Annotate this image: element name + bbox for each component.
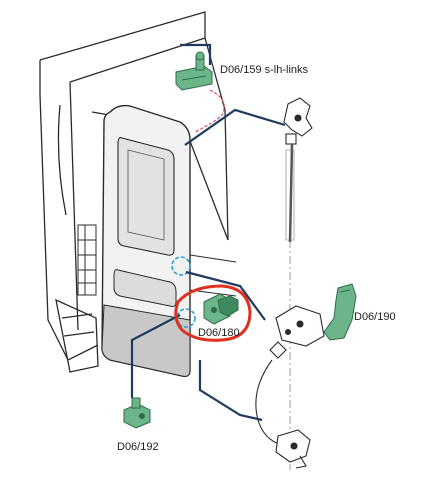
pink-dashed-connector	[194, 89, 225, 133]
red-highlight-ring	[174, 284, 252, 342]
part-d06-190-handle	[323, 283, 357, 341]
side-grille	[77, 224, 97, 296]
callout-circle-upper	[171, 256, 191, 276]
label-part-180: D06/180	[198, 327, 240, 339]
label-part-190: D06/190	[354, 311, 396, 323]
leader-lines	[130, 43, 286, 422]
callout-circle-lower	[176, 308, 196, 328]
upper-lock-assembly	[283, 97, 313, 243]
label-part-192: D06/192	[117, 441, 159, 453]
lower-cable-and-lock	[255, 359, 311, 469]
middle-lock-mechanism	[269, 305, 325, 359]
part-d06-192-striker	[123, 397, 151, 429]
part-d06-159-bracket	[175, 51, 213, 91]
rear-door	[101, 104, 191, 378]
label-part-159: D06/159 s-lh-links	[220, 64, 309, 76]
part-d06-180-latch	[203, 293, 239, 325]
